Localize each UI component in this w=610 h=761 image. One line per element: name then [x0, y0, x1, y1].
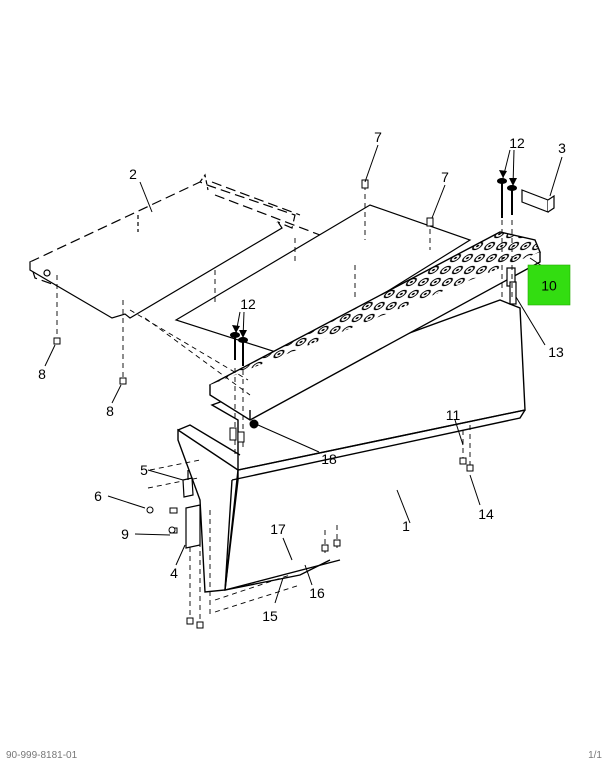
callout-14: 14 [478, 506, 494, 522]
callout-7b: 7 [441, 169, 449, 185]
centerlines [56, 185, 513, 625]
callout-8a: 8 [38, 366, 46, 382]
callout-16: 16 [309, 585, 325, 601]
bracket-13 [506, 267, 517, 305]
footer-page: 1/1 [588, 750, 602, 761]
callout-13: 13 [548, 344, 564, 360]
panel-top [174, 181, 472, 356]
callout-15: 15 [262, 608, 278, 624]
callout-3: 3 [558, 140, 566, 156]
callout-1: 1 [402, 518, 410, 534]
bracket-3 [521, 189, 555, 213]
callout-6: 6 [94, 488, 102, 504]
callout-2: 2 [129, 166, 137, 182]
bracket-4-5 [182, 470, 201, 549]
callout-18: 18 [321, 451, 337, 467]
leader-lines [44, 144, 563, 604]
bolts-12 [230, 178, 517, 366]
step-box-1 [177, 299, 526, 593]
callout-9: 9 [121, 526, 129, 542]
callout-12a: 12 [509, 135, 525, 151]
callout-7a: 7 [374, 129, 382, 145]
callout-11: 11 [446, 407, 461, 423]
callout-5: 5 [140, 462, 148, 478]
callout-4: 4 [170, 565, 178, 581]
callout-17: 17 [270, 521, 286, 537]
plate-2 [29, 173, 296, 319]
highlight-label-10: 10 [541, 278, 557, 294]
leader-arrows [232, 170, 517, 338]
highlight-box-10[interactable] [527, 264, 571, 306]
tread-plate-10 [208, 231, 541, 421]
footer-drawing-number: 90-999-8181-01 [6, 750, 78, 761]
callout-8b: 8 [106, 403, 114, 419]
callout-12b: 12 [240, 296, 256, 312]
small-fasteners [53, 179, 474, 629]
callout-labels: 1 2 3 4 5 6 7 7 8 8 9 11 12 12 13 14 15 … [38, 129, 566, 624]
